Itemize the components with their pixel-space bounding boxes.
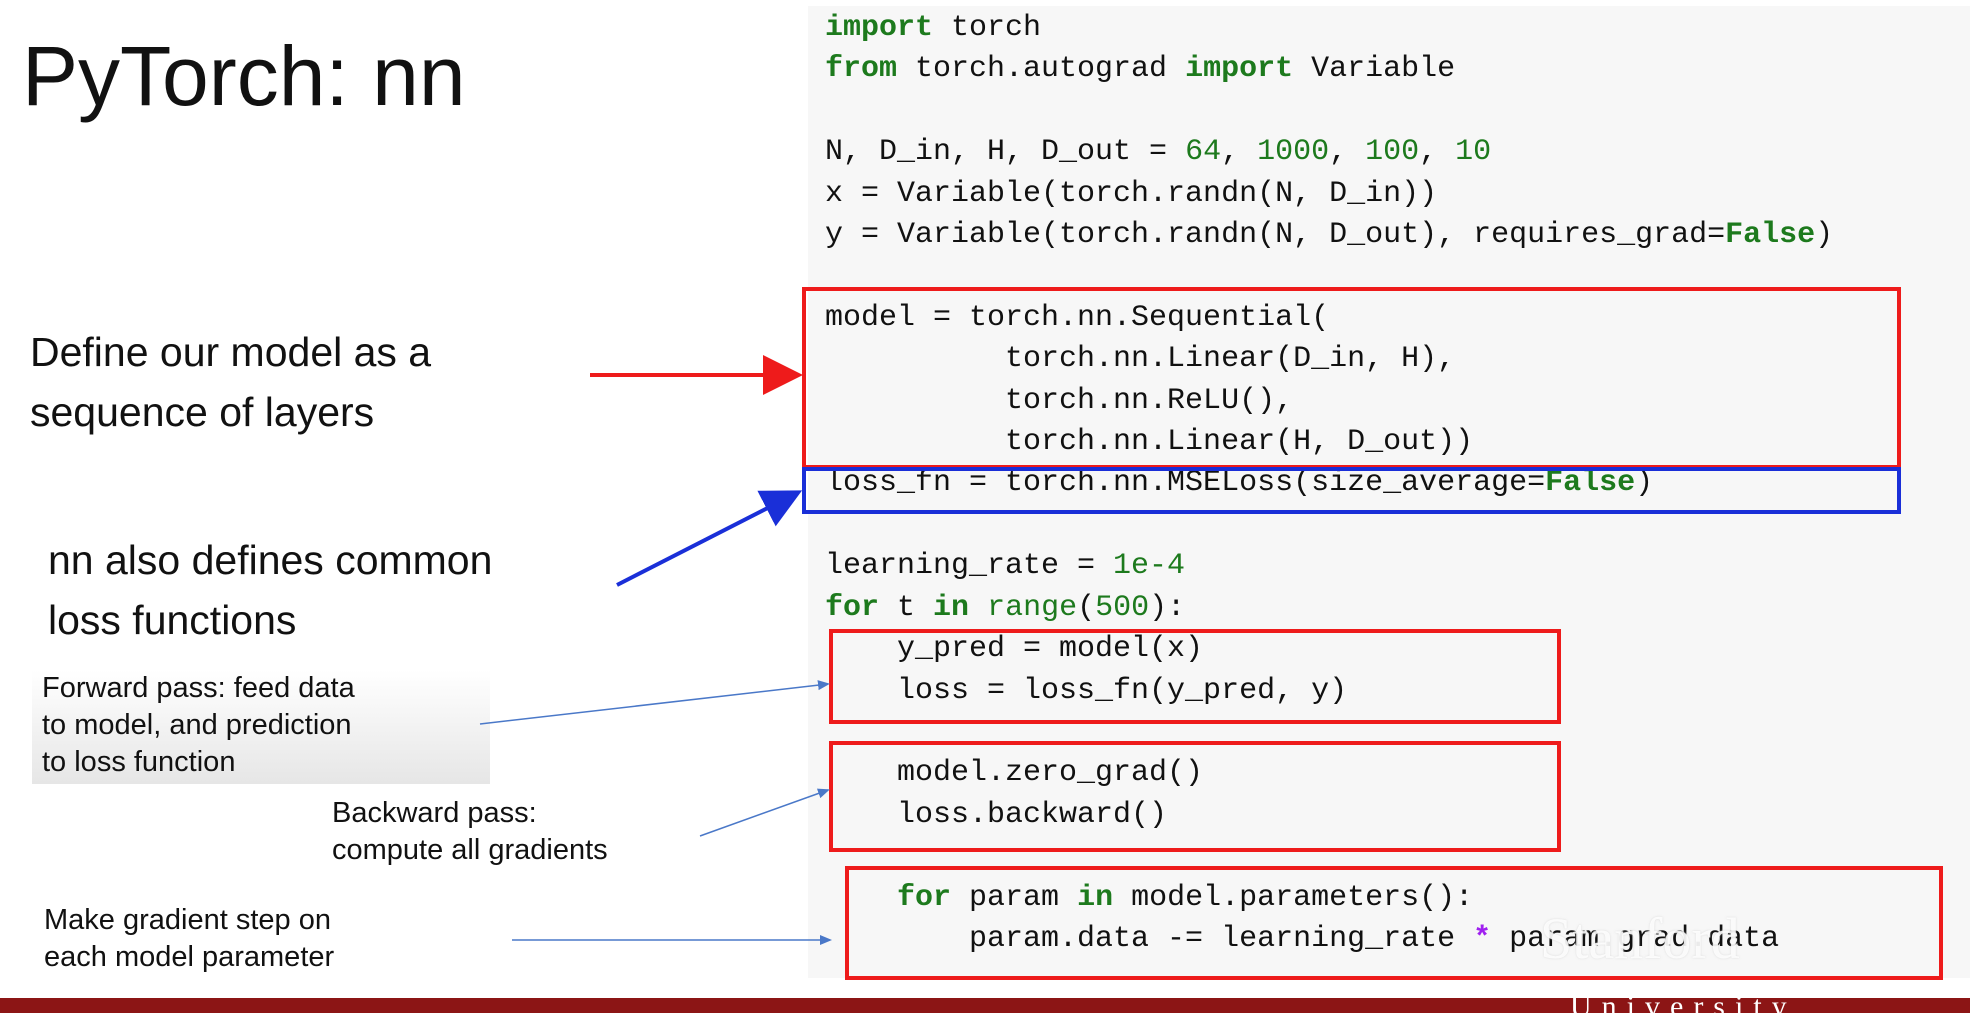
slide-title: PyTorch: nn bbox=[22, 29, 466, 123]
code-line: y = Variable(torch.randn(N, D_out), requ… bbox=[825, 218, 1834, 253]
gradient-step-annotation: Make gradient step on each model paramet… bbox=[44, 904, 335, 973]
code-line: for param in model.parameters(): bbox=[897, 880, 1474, 915]
footer-university-text: University bbox=[1570, 998, 1797, 1013]
forward-pass-annotation: Forward pass: feed data to model, and pr… bbox=[32, 670, 490, 784]
code-line: learning_rate = 1e-4 bbox=[825, 549, 1186, 584]
model-highlight-box bbox=[802, 287, 1901, 469]
code-line: torch.nn.Linear(D_in, H), bbox=[825, 342, 1456, 377]
code-line: loss = loss_fn(y_pred, y) bbox=[825, 673, 1348, 708]
footer-bar: University bbox=[0, 998, 1970, 1013]
forward-pass-arrow bbox=[479, 680, 830, 725]
backward-pass-annotation: Backward pass: compute all gradients bbox=[332, 797, 608, 866]
gradient-step-highlight-box bbox=[845, 866, 1943, 980]
backward-pass-highlight-box bbox=[829, 741, 1561, 852]
code-line: loss.backward() bbox=[825, 797, 1168, 832]
stanford-watermark: Stanford bbox=[1540, 906, 1740, 971]
loss-arrow bbox=[616, 490, 803, 587]
code-line: y_pred = model(x) bbox=[825, 632, 1204, 667]
code-block: import torch from torch.autograd import … bbox=[825, 8, 1833, 960]
code-line: model = torch.nn.Sequential( bbox=[825, 300, 1330, 335]
forward-pass-highlight-box bbox=[829, 629, 1561, 724]
code-line: import torch bbox=[825, 11, 1042, 45]
code-line: model.zero_grad() bbox=[825, 756, 1204, 791]
code-panel bbox=[808, 6, 1970, 978]
code-line: loss_fn = torch.nn.MSELoss(size_average=… bbox=[825, 466, 1654, 501]
model-annotation: Define our model as a sequence of layers bbox=[30, 329, 432, 435]
code-line: param.data -= learning_rate * param.grad… bbox=[825, 921, 1780, 956]
loss-annotation: nn also defines common loss functions bbox=[48, 537, 493, 643]
code-line: for t in range(500): bbox=[825, 590, 1186, 625]
loss-fn-highlight-box bbox=[802, 467, 1901, 514]
code-line: torch.nn.Linear(H, D_out)) bbox=[825, 425, 1474, 460]
code-line: from torch.autograd import Variable bbox=[825, 52, 1456, 87]
code-line: N, D_in, H, D_out = 64, 1000, 100, 10 bbox=[825, 135, 1492, 170]
code-line: x = Variable(torch.randn(N, D_in)) bbox=[825, 176, 1438, 211]
code-line: torch.nn.ReLU(), bbox=[825, 383, 1294, 418]
